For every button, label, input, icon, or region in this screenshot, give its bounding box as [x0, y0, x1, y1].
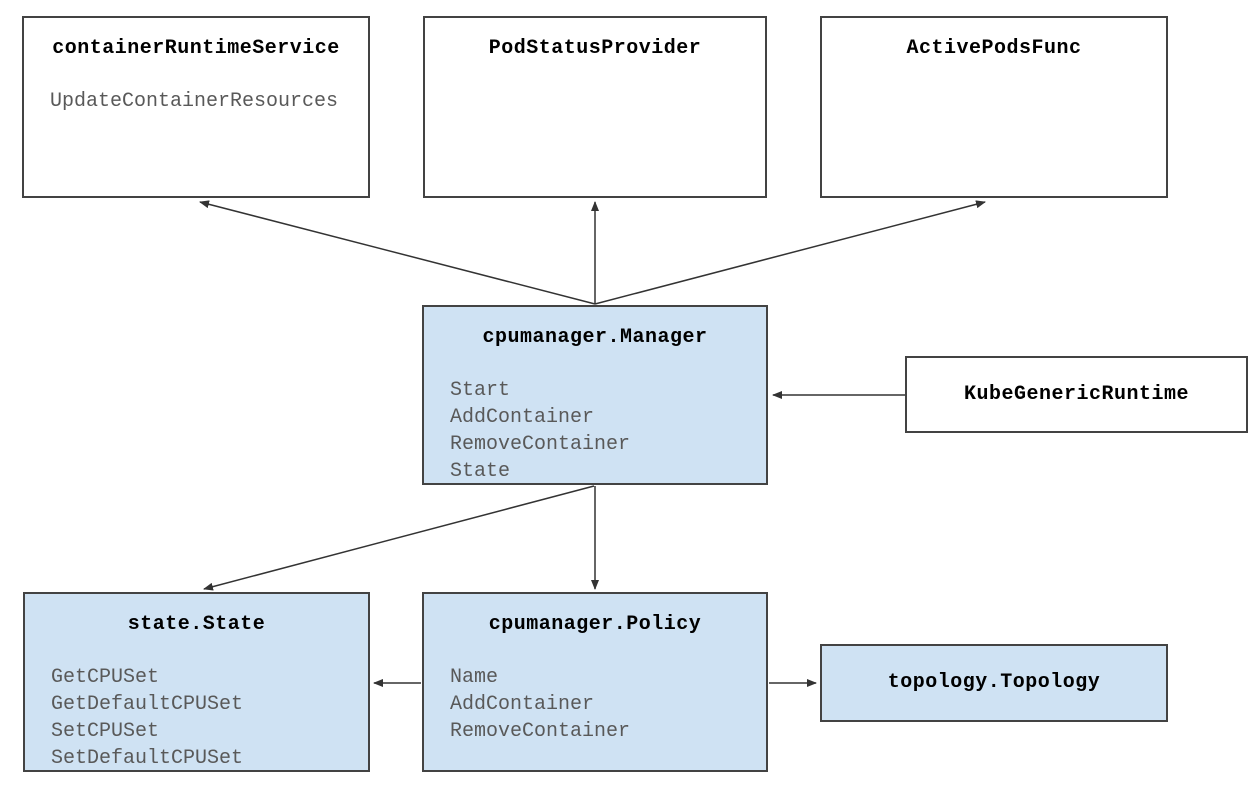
box-topology-topology: topology.Topology [820, 644, 1168, 722]
box-methods: Name AddContainer RemoveContainer [450, 664, 740, 745]
box-container-runtime-service: containerRuntimeService UpdateContainerR… [22, 16, 370, 198]
box-title: topology.Topology [887, 671, 1101, 694]
arrow-manager-to-container-runtime-service [199, 200, 596, 305]
method: SetDefaultCPUSet [51, 747, 244, 770]
box-title: containerRuntimeService [52, 37, 340, 60]
box-methods: GetCPUSet GetDefaultCPUSet SetCPUSet Set… [51, 664, 342, 772]
box-title: state.State [127, 613, 266, 636]
method: UpdateContainerResources [50, 90, 339, 113]
method: State [450, 460, 511, 483]
arrow-manager-to-state-state [203, 485, 595, 591]
method: GetCPUSet [51, 666, 160, 689]
box-pod-status-provider: PodStatusProvider [423, 16, 767, 198]
box-title: ActivePodsFunc [906, 37, 1082, 60]
box-methods: UpdateContainerResources [50, 88, 342, 115]
method: GetDefaultCPUSet [51, 693, 244, 716]
box-title: cpumanager.Policy [488, 613, 702, 636]
box-kube-generic-runtime: KubeGenericRuntime [905, 356, 1248, 433]
method: RemoveContainer [450, 433, 631, 456]
arrow-manager-to-active-pods-func [594, 200, 986, 305]
method: SetCPUSet [51, 720, 160, 743]
method: AddContainer [450, 693, 595, 716]
box-cpumanager-policy: cpumanager.Policy Name AddContainer Remo… [422, 592, 768, 772]
box-methods: Start AddContainer RemoveContainer State [450, 377, 740, 485]
box-title: KubeGenericRuntime [963, 382, 1190, 406]
method: Name [450, 666, 499, 689]
box-cpumanager-manager: cpumanager.Manager Start AddContainer Re… [422, 305, 768, 485]
method: RemoveContainer [450, 720, 631, 743]
method: Start [450, 379, 511, 402]
box-title: PodStatusProvider [488, 37, 702, 60]
box-state-state: state.State GetCPUSet GetDefaultCPUSet S… [23, 592, 370, 772]
method: AddContainer [450, 406, 595, 429]
box-active-pods-func: ActivePodsFunc [820, 16, 1168, 198]
box-title: cpumanager.Manager [482, 326, 708, 349]
